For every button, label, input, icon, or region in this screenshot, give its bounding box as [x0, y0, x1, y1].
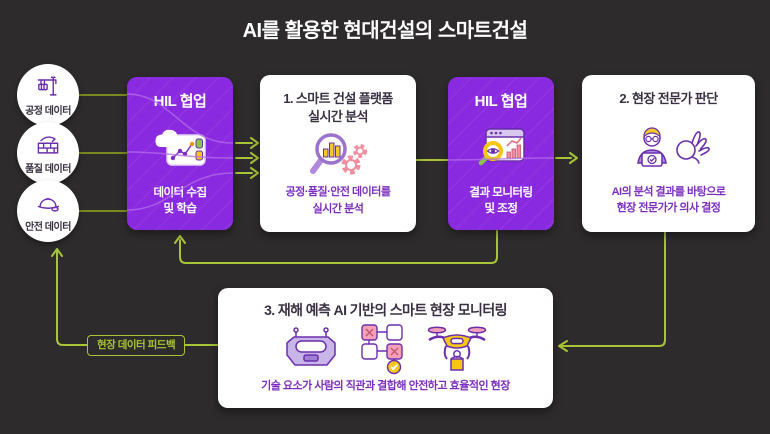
page-title: AI를 활용한 현대건설의 스마트건설	[242, 20, 528, 42]
robot-icon	[285, 327, 336, 366]
step2-title: 2. 현장 전문가 판단	[619, 91, 718, 106]
step3-title: 3. 재해 예측 AI 기반의 스마트 현장 모니터링	[264, 302, 507, 318]
data-source-label: 안전 데이터	[25, 222, 71, 233]
caption-line: AI의 분석 결과를 바탕으로	[611, 185, 726, 198]
data-source-safety: 안전 데이터	[17, 180, 79, 242]
bricks-icon	[37, 136, 59, 154]
hil-collect-box: HIL 협업 데이터 수집 및 학습	[127, 77, 233, 230]
caption-line: 공정·품질·안전 데이터를	[285, 186, 391, 198]
step3-icons	[282, 323, 490, 375]
caption-line: 데이터 수집	[153, 186, 207, 199]
caption-line: 현장 전문가가 의사 결정	[616, 202, 721, 215]
magnifier-gears-icon	[310, 132, 367, 175]
data-source-label: 품질 데이터	[25, 164, 71, 175]
expert-ok-hand-icon	[636, 127, 710, 167]
drone-icon	[427, 326, 486, 371]
hil-monitor-caption: 결과 모니터링 및 조정	[469, 185, 533, 217]
hil-collect-title: HIL 협업	[153, 93, 207, 110]
caption-line: 및 학습	[163, 202, 197, 215]
caption-line: 실시간 분석	[312, 202, 364, 215]
title-line: 1. 스마트 건설 플랫폼	[283, 91, 393, 106]
step2-box: 2. 현장 전문가 판단 AI의 분석 결과를 바탕으로 현장 전문가가 의사 …	[582, 75, 755, 232]
decision-flow-icon	[360, 324, 403, 375]
step1-box: 1. 스마트 건설 플랫폼 실시간 분석 공정·품질·안전 데이터를 실시간 분…	[260, 75, 416, 232]
step2-caption: AI의 분석 결과를 바탕으로 현장 전문가가 의사 결정	[612, 184, 726, 217]
caption-line: 결과 모니터링	[469, 186, 533, 199]
step1-title: 1. 스마트 건설 플랫폼 실시간 분석	[283, 90, 393, 125]
hil-monitor-title: HIL 협업	[474, 93, 528, 110]
browser-magnifier-icon	[478, 128, 525, 166]
source-lines	[74, 94, 136, 212]
caption-line: 및 조정	[484, 202, 518, 215]
feedback-label: 현장 데이터 피드백	[87, 335, 186, 356]
cloud-data-board-icon	[155, 129, 206, 166]
step3-caption: 기술 요소가 사람의 직관과 결합해 안전하고 효율적인 현장	[261, 380, 510, 393]
step1-caption: 공정·품질·안전 데이터를 실시간 분석	[285, 184, 391, 217]
data-source-label: 공정 데이터	[25, 106, 71, 117]
hil-monitor-box: HIL 협업 결과 모니터링 및 조정	[448, 77, 554, 230]
hil-collect-caption: 데이터 수집 및 학습	[153, 185, 207, 217]
data-source-quality: 품질 데이터	[17, 122, 79, 184]
title-line: 실시간 분석	[308, 108, 368, 124]
step3-box: 3. 재해 예측 AI 기반의 스마트 현장 모니터링	[218, 288, 553, 408]
crane-icon	[37, 76, 57, 96]
helmet-icon	[37, 197, 60, 212]
data-source-process: 공정 데이터	[17, 64, 79, 126]
